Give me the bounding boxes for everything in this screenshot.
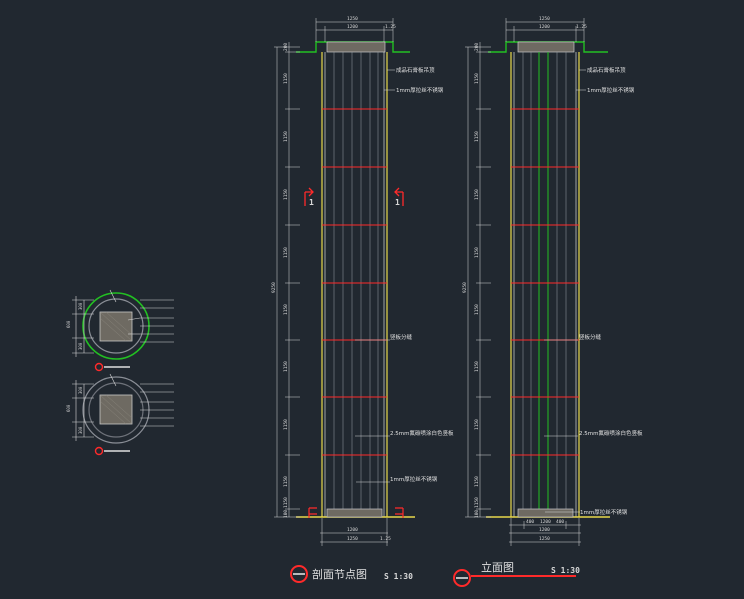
section-note-steel-bottom: 1mm厚拉丝不锈钢 <box>390 475 438 483</box>
svg-text:1150: 1150 <box>283 361 289 372</box>
section-title: 剖面节点图 <box>312 567 367 581</box>
section-top-dim-1: 1250 <box>347 16 358 22</box>
section-marker-label-right: 1 <box>395 198 400 207</box>
section-top-dim-3: 1.25 <box>385 24 396 30</box>
plan-detail-b <box>72 373 174 456</box>
section-title-marker <box>290 565 308 583</box>
elevation-side-dims: 200 1150 1150 1150 1150 1150 1150 1150 1… <box>474 43 480 518</box>
svg-text:1150: 1150 <box>474 304 480 315</box>
detail-a-dim-1: 600 <box>66 320 71 328</box>
elevation-note-joint: 竖板分缝 <box>579 333 602 341</box>
section-note-panel: 2.5mm氟碳喷涂白色竖板 <box>390 429 454 437</box>
detail-a-marker <box>94 362 104 372</box>
elevation-scale: S 1:30 <box>551 566 580 575</box>
section-bottom-hatch <box>326 508 383 518</box>
section-top-dim-2: 1200 <box>347 24 358 30</box>
elevation-note-panel: 2.5mm氟碳喷涂白色竖板 <box>579 429 643 437</box>
section-marker-right <box>394 187 404 206</box>
detail-b-dim-3: 300 <box>78 426 83 434</box>
elevation-bottom-hatch <box>517 508 574 518</box>
elevation-top-hatch <box>517 41 575 53</box>
detail-a-dim-3: 300 <box>78 342 83 350</box>
detail-b-dim-1: 600 <box>66 404 71 412</box>
svg-text:1150: 1150 <box>474 476 480 487</box>
section-bottom-dim-2: 1.25 <box>380 536 391 542</box>
elevation-view <box>465 18 610 546</box>
section-marker-label-left: 1 <box>309 198 314 207</box>
elevation-note-steel-bottom: 1mm厚拉丝不锈钢 <box>580 508 628 516</box>
detail-b-marker <box>94 446 104 456</box>
detail-a-dim-2: 300 <box>78 302 83 310</box>
svg-text:1150: 1150 <box>283 247 289 258</box>
section-bottom-dim-3: 1250 <box>347 536 358 542</box>
svg-text:1150: 1150 <box>283 189 289 200</box>
elevation-top-dim-1: 1250 <box>539 16 550 22</box>
elevation-note-steel-top: 1mm厚拉丝不锈钢 <box>587 86 635 94</box>
svg-text:1150: 1150 <box>283 73 289 84</box>
svg-text:1150: 1150 <box>474 247 480 258</box>
svg-text:1150: 1150 <box>474 419 480 430</box>
svg-text:1150: 1150 <box>474 131 480 142</box>
plan-detail-a <box>72 289 174 372</box>
svg-text:1150: 1150 <box>474 497 480 508</box>
svg-text:1150: 1150 <box>283 304 289 315</box>
section-note-steel-top: 1mm厚拉丝不锈钢 <box>396 86 444 94</box>
svg-text:1150: 1150 <box>474 361 480 372</box>
elevation-title-marker <box>453 569 471 587</box>
svg-text:1150: 1150 <box>474 73 480 84</box>
elevation-top-dim-2: 1200 <box>539 24 550 30</box>
svg-text:1150: 1150 <box>283 419 289 430</box>
detail-b-dim-2: 300 <box>78 386 83 394</box>
section-top-hatch <box>326 41 386 53</box>
svg-text:100: 100 <box>283 510 289 518</box>
section-scale: S 1:30 <box>384 572 413 581</box>
section-marker-left <box>304 187 314 206</box>
section-bottom-dim-1: 1200 <box>347 527 358 533</box>
elevation-bottom-dim-1: 400 <box>526 519 534 525</box>
elevation-top-dim-3: 1.25 <box>576 24 587 30</box>
svg-text:100: 100 <box>474 510 480 518</box>
section-view <box>274 18 415 546</box>
elevation-bottom-dim-3: 400 <box>556 519 564 525</box>
section-total-height: 9250 <box>271 282 277 293</box>
elevation-bottom-dim-4: 1200 <box>539 527 550 533</box>
svg-text:200: 200 <box>283 43 289 51</box>
section-note-joint: 竖板分缝 <box>390 333 413 341</box>
section-side-dims: 200 1150 1150 1150 1150 1150 1150 1150 1… <box>283 43 289 518</box>
elevation-title: 立面图 <box>481 560 514 574</box>
elevation-bottom-dim-5: 1250 <box>539 536 550 542</box>
svg-text:200: 200 <box>474 43 480 51</box>
elevation-note-ceiling: 成品石膏板吊顶 <box>587 66 626 74</box>
svg-text:1150: 1150 <box>283 476 289 487</box>
section-note-ceiling: 成品石膏板吊顶 <box>396 66 435 74</box>
svg-text:1150: 1150 <box>283 131 289 142</box>
svg-text:1150: 1150 <box>283 497 289 508</box>
svg-text:1150: 1150 <box>474 189 480 200</box>
elevation-bottom-dim-2: 1200 <box>540 519 551 525</box>
elevation-total-height: 9250 <box>462 282 468 293</box>
